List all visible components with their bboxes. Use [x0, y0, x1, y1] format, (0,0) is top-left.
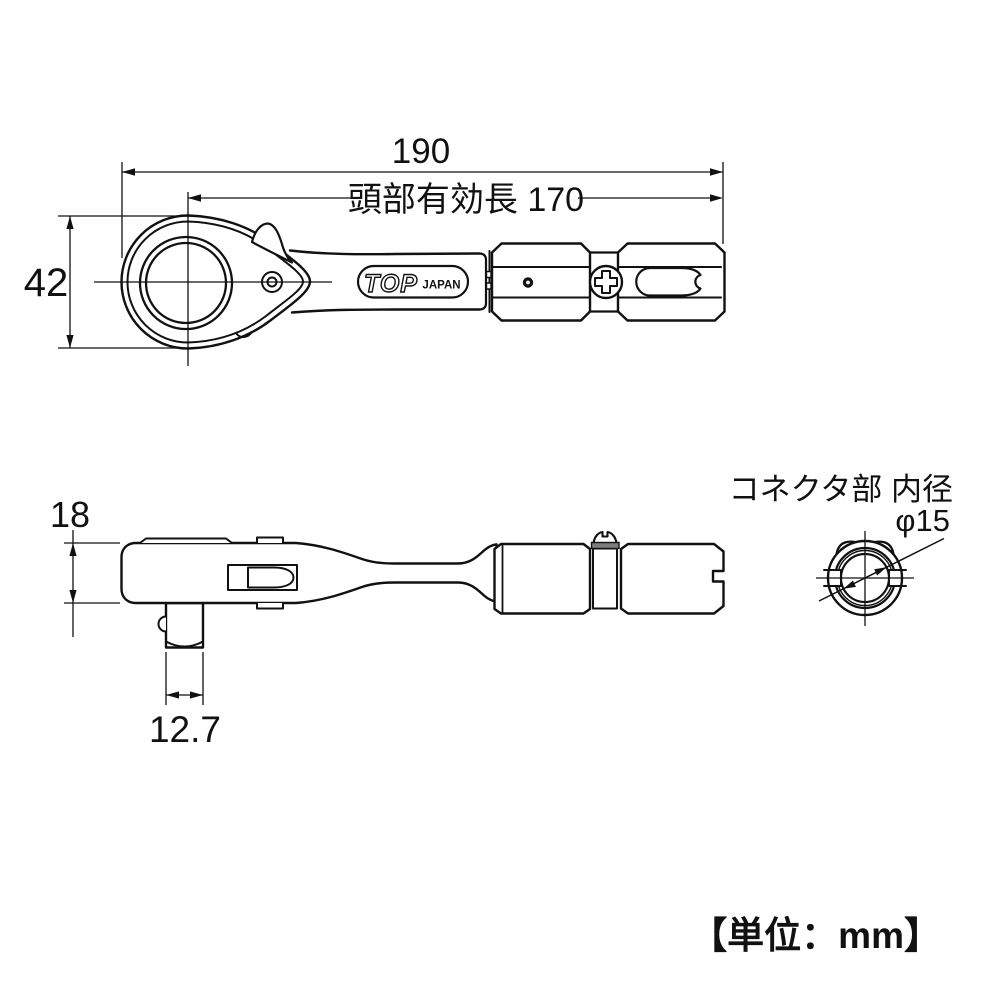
- detent-hole-inner: [526, 280, 530, 285]
- connector-block-2-side: [619, 542, 725, 615]
- head-width-value: 42: [24, 261, 69, 305]
- lever-tab-top: [256, 536, 284, 544]
- arrowhead-left: [122, 168, 135, 176]
- arrowhead-down: [66, 335, 74, 348]
- reverse-lever-tip: [250, 222, 294, 264]
- dim-thickness: 18: [50, 494, 120, 637]
- side-body: [120, 536, 498, 610]
- bit-slot: [635, 266, 702, 297]
- top-view: 190 頭部有効長 170 42: [24, 132, 726, 366]
- head-effective-length-label: 頭部有効長 170: [348, 181, 584, 219]
- connector-caption: コネクタ部 内径: [729, 472, 953, 507]
- handle-bottom-edge: [290, 308, 481, 314]
- lever-switch: [247, 566, 295, 589]
- top-tab-left: [835, 540, 857, 556]
- square-drive-shank: [164, 601, 205, 649]
- square-drive-value: 12.7: [149, 709, 221, 750]
- logo-stadium: [356, 264, 470, 299]
- socket-ring-inner: [144, 241, 228, 325]
- brand-origin-text: JAPAN: [422, 280, 460, 292]
- dim-head-effective-length: 頭部有効長 170: [188, 181, 723, 219]
- thickness-value: 18: [50, 494, 90, 535]
- arrowhead-left: [166, 691, 179, 699]
- socket-ring-outer: [138, 235, 234, 331]
- overall-length-value: 190: [392, 132, 450, 171]
- dim-overall-length: 190: [121, 132, 724, 258]
- dim-head-width: 42: [24, 215, 186, 349]
- neck-groove: [592, 547, 618, 610]
- connector-end-view: コネクタ部 内径 φ15: [729, 472, 953, 626]
- side-body-outline: [120, 541, 498, 605]
- arrowhead-right: [710, 168, 723, 176]
- brand-logo-text: TOP: [364, 270, 418, 298]
- connector-diameter-value: φ15: [895, 503, 950, 538]
- ball-detent: [157, 615, 167, 633]
- arrowhead-upper-right: [874, 567, 887, 576]
- retaining-clip-dome: [592, 530, 618, 545]
- arrowhead-right: [710, 194, 723, 202]
- square-drive: [157, 601, 205, 649]
- retaining-ring-band: [590, 541, 620, 550]
- connector-block-1-side: [493, 542, 592, 615]
- dim-square-drive: 12.7: [149, 652, 221, 750]
- connector-top-view: [490, 242, 726, 322]
- lever-lower-bump: [235, 331, 253, 338]
- unit-note: 【単位：mm】: [690, 915, 941, 956]
- handle-end-cap: [477, 252, 488, 311]
- arrowhead-left: [188, 194, 201, 202]
- brand-logo: TOP JAPAN: [356, 264, 470, 299]
- ferrule-notch: [485, 282, 492, 290]
- phillips-cross-icon: [594, 270, 618, 294]
- arrowhead-down: [69, 590, 77, 603]
- arrowhead-lower-left: [843, 580, 856, 589]
- arrowhead-right: [190, 691, 203, 699]
- ratchet-head: [94, 192, 332, 366]
- head-cap-band: [139, 537, 233, 544]
- side-view: 18: [50, 494, 725, 750]
- connector-side-view: [493, 530, 725, 615]
- ferrule-notch: [485, 270, 492, 279]
- lever-tab-bottom: [256, 602, 284, 610]
- top-tab-right: [873, 540, 895, 556]
- arrowhead-up: [66, 216, 74, 229]
- handle-top-view: TOP JAPAN: [288, 249, 492, 314]
- arrowhead-up: [69, 543, 77, 556]
- connector-block-1: [490, 242, 592, 322]
- handle-top-edge: [288, 249, 481, 256]
- drive-end-chamfer: [165, 640, 204, 648]
